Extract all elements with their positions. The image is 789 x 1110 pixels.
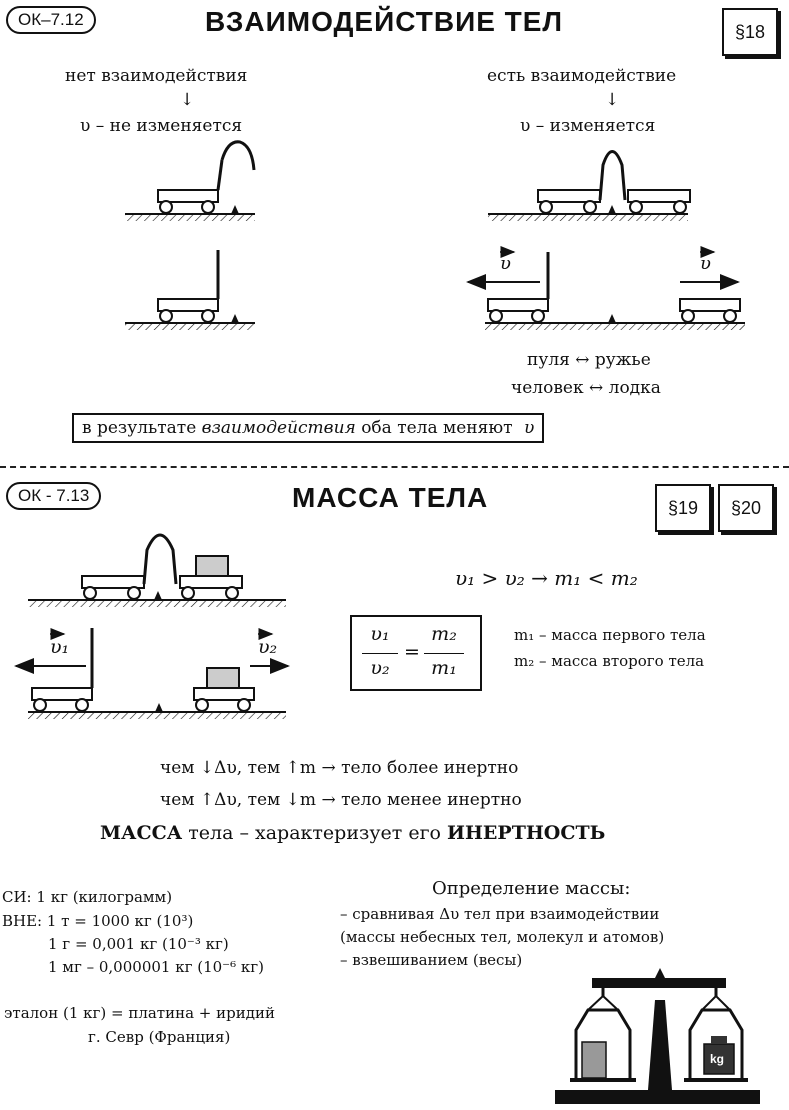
mass-standard: эталон (1 кг) = платина + иридий <box>4 1004 275 1022</box>
down-arrow-right: ↓ <box>605 90 620 110</box>
velocity-v1-label: υ₁ <box>50 636 70 658</box>
velocity-v2-label: υ₂ <box>258 636 278 658</box>
two-carts-compressed-spring <box>488 150 691 221</box>
conclusion-box: в результате взаимодействия оба тела мен… <box>72 413 545 443</box>
definition-item-compare: – сравнивая Δυ тел при взаимодействии <box>340 905 660 923</box>
standard-location: г. Севр (Франция) <box>88 1028 231 1046</box>
mass-word: МАССА <box>100 822 183 844</box>
unit-ton: ВНЕ: 1 т = 1000 кг (10³) <box>2 912 194 930</box>
definition-item-weighing: – взвешиванием (весы) <box>340 951 523 969</box>
mass-statement-middle: тела – характеризует его <box>188 822 441 844</box>
mass-inertia-statement: МАССА тела – характеризует его ИНЕРТНОСТ… <box>100 822 605 844</box>
conclusion-suffix: оба тела меняют <box>361 418 513 438</box>
down-arrow-left: ↓ <box>180 90 195 110</box>
velocity-vector-left-label: υ <box>500 253 511 274</box>
paragraph-badge-19: §19 <box>655 484 711 532</box>
velocity-changed-label: υ – изменяется <box>520 116 656 136</box>
mass-carts-compressed <box>28 533 286 607</box>
no-interaction-heading: нет взаимодействия <box>65 66 248 86</box>
velocity-vector-right-label: υ <box>700 253 711 274</box>
section-title-interaction: ВЗАИМОДЕЙСТВИЕ ТЕЛ <box>205 6 564 37</box>
conclusion-variable: υ <box>523 418 535 438</box>
rule-less-inert: чем ↑Δυ, тем ↓m → тело менее инертно <box>160 790 522 810</box>
conclusion-prefix: в результате <box>82 418 197 438</box>
unit-gram: 1 г = 0,001 кг (10⁻³ кг) <box>48 935 229 953</box>
fraction-right-denominator: m₁ <box>431 657 457 679</box>
paragraph-badge-20: §20 <box>718 484 774 532</box>
balance-scale-illustration <box>555 968 760 1104</box>
mass-ratio-formula: υ₁ υ₂ = m₂ m₁ <box>350 615 482 691</box>
mass-carts-apart <box>14 628 290 719</box>
fraction-left-numerator: υ₁ <box>370 623 390 645</box>
definition-item-examples: (массы небесных тел, молекул и атомов) <box>340 928 665 946</box>
section-divider <box>0 466 789 468</box>
weight-kg-label: kg <box>710 1052 725 1066</box>
paragraph-badge-18: §18 <box>722 8 778 56</box>
cart-spring-bent <box>125 140 256 221</box>
fraction-right-bar <box>424 653 464 654</box>
fraction-right-numerator: m₂ <box>431 623 457 645</box>
legend-mass-second: m₂ – масса второго тела <box>514 652 705 670</box>
example-bullet-rifle: пуля ↔ ружье <box>527 350 651 370</box>
rule-more-inert: чем ↓Δυ, тем ↑m → тело более инертно <box>160 758 519 778</box>
unit-milligram: 1 мг – 0,000001 кг (10⁻⁶ кг) <box>48 958 264 976</box>
fraction-equals: = <box>404 641 420 663</box>
section-tag-7-12: ОК–7.12 <box>6 6 96 34</box>
velocity-unchanged-label: υ – не изменяется <box>80 116 243 136</box>
cart-spring-straight <box>125 250 255 330</box>
section-tag-7-13: ОК - 7.13 <box>6 482 102 510</box>
legend-mass-first: m₁ – масса первого тела <box>514 626 706 644</box>
section-title-mass: МАССА ТЕЛА <box>292 482 489 513</box>
inertia-word: ИНЕРТНОСТЬ <box>447 822 606 844</box>
conclusion-emphasis: взаимодействия <box>201 418 356 438</box>
fraction-left-bar <box>362 653 398 654</box>
fraction-left-denominator: υ₂ <box>370 657 390 679</box>
definition-heading: Определение массы: <box>432 878 631 899</box>
with-interaction-heading: есть взаимодействие <box>487 66 677 86</box>
carts-moving-apart <box>466 246 745 330</box>
example-man-boat: человек ↔ лодка <box>511 378 661 398</box>
velocity-mass-inequality: υ₁ > υ₂ → m₁ < m₂ <box>455 566 638 590</box>
unit-si: СИ: 1 кг (килограмм) <box>2 888 173 906</box>
